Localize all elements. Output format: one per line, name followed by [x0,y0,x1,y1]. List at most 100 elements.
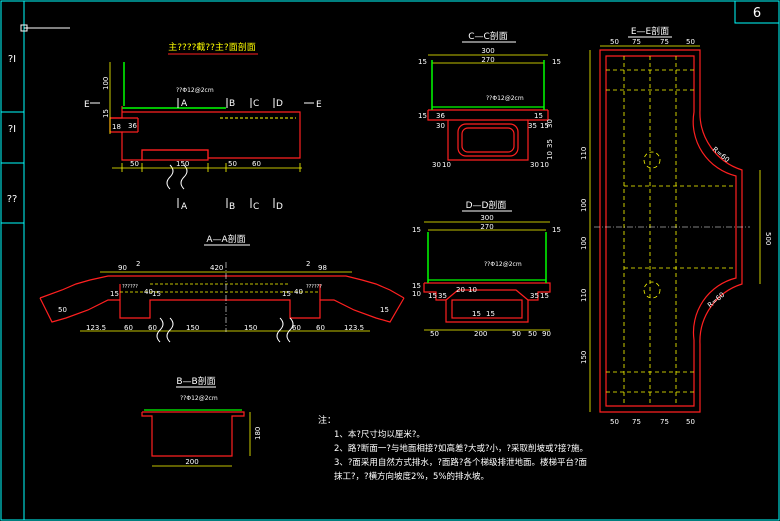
cc-dim-30: 30 [436,122,445,130]
aa-dim-b4: 150 [186,324,199,332]
dd-dim-b4: 50 [528,330,537,338]
bb-section-view: B—B剖面 ??Φ12@2cm 180 200 [141,375,262,467]
cc-rebar-note: ??Φ12@2cm [486,95,524,102]
aa-dim-t4: 2 [306,260,310,268]
dd-dim-s1: 15 [412,226,421,234]
dd-dim-b5: 90 [542,330,551,338]
aa-dim-t1: 90 [118,264,127,272]
cc-dim-r4: 30 [546,119,554,128]
main-dim-60: 60 [252,160,261,168]
dd-view-title: D—D剖面 [466,199,507,211]
section-d-bottom: D [276,202,283,212]
aa-dim-b7: 60 [316,324,325,332]
cc-dim-15a: 15 [418,58,427,66]
cc-dim-b1: 30 [432,161,441,169]
dd-section-view: D—D剖面 300 270 ??Φ12@2cm 15 15 10 15 15 3… [412,199,561,338]
main-section-view: 主????截??主?面剖面 E E [84,41,322,212]
side-label-1: ?I [8,54,16,65]
marker-e-right: E [316,100,322,110]
section-c-bottom: C [253,202,259,212]
dd-dim-m5: 15 [472,310,481,318]
aa-dim-b6: 60 [292,324,301,332]
aa-dim-s3: 40 [144,288,153,296]
marker-e-left: E [84,100,90,110]
aa-dim-s5: 15 [282,290,291,298]
dd-dim-m6: 15 [486,310,495,318]
bb-dim-height: 180 [254,427,262,440]
aa-dim-s4: 15 [152,290,161,298]
bb-rebar-note: ??Φ12@2cm [180,395,218,402]
aa-dim-s2: 15 [110,290,119,298]
ee-dim-t3: 75 [660,38,669,46]
dd-dim-m4: 10 [468,286,477,294]
ee-dim-b1: 50 [610,418,619,426]
dd-dim-270: 270 [480,223,493,231]
dd-dim-b2: 200 [474,330,487,338]
cc-dim-r6: 10 [546,151,554,160]
ee-dim-l5: 150 [580,351,588,364]
main-dim-50a: 50 [130,160,139,168]
dd-dim-300: 300 [480,214,493,222]
aa-dim-b8: 123.5 [344,324,364,332]
main-break-symbol [166,164,188,190]
aa-view-title: A—A剖面 [206,233,245,245]
aa-dim-t5: 98 [318,264,327,272]
section-c-top: C [253,99,259,109]
main-dim-36: 36 [128,122,137,130]
main-dim-100: 100 [102,77,110,90]
ee-dim-r1: 500 [764,232,772,245]
note-item-3: 3、?面采用自然方式排水，?面路?各个梯级排泄地面。楼梯平台?面 [334,457,587,468]
ee-dim-b2: 75 [632,418,641,426]
ee-view-title: E—E剖面 [631,25,669,37]
main-dim-15: 15 [102,109,110,118]
section-d-top: D [276,99,283,109]
dd-dim-m3: 20 [456,286,465,294]
aa-dim-s7: 15 [380,306,389,314]
cc-dim-b3: 30 [530,161,539,169]
section-a-bottom: A [181,202,188,212]
dd-dim-s4: 15 [552,226,561,234]
dd-dim-m8: 15 [540,292,549,300]
main-view-title: 主????截??主?面剖面 [168,41,255,53]
cc-section-view: C—C剖面 300 270 ??Φ12@2cm 15 15 30 36 15 3… [418,30,561,169]
ee-dim-t4: 50 [686,38,695,46]
notes-block: 注： 1、本?尺寸均以厘米?。 2、路?断面一?与地面相接?如高差?大或?小，?… [318,414,588,482]
cc-dim-36: 36 [436,112,445,120]
ee-dim-t2: 75 [632,38,641,46]
dd-dim-s3: 10 [412,290,421,298]
aa-dim-t3: 420 [210,264,223,272]
aa-dim-b1: 123.5 [86,324,106,332]
cc-dim-15c: 15 [552,58,561,66]
side-label-2: ?I [8,124,16,135]
side-label-3: ?? [7,194,18,205]
ee-dim-b4: 50 [686,418,695,426]
ee-dim-l4: 110 [580,289,588,302]
aa-break-right [276,317,294,343]
dd-dim-m7: 35 [530,292,539,300]
bb-dim-width: 200 [185,458,198,466]
notes-heading: 注： [318,414,336,426]
cc-dim-300: 300 [481,47,494,55]
aa-mark-right: ?????? [306,284,322,290]
ee-radius-top: R=60 [711,145,731,164]
note-item-1: 1、本?尺寸均以厘米?。 [334,429,425,440]
aa-dim-b2: 60 [124,324,133,332]
note-item-4: 抹工?，?横方向坡度2%，5%的排水坡。 [334,471,489,482]
main-dim-50b: 50 [228,160,237,168]
main-dim-150: 150 [176,160,189,168]
cc-dim-b4: 10 [540,161,549,169]
aa-dim-t2: 2 [136,260,140,268]
ee-section-view: E—E剖面 50 75 75 50 50 75 75 50 110 100 10… [580,25,772,426]
main-dim-18: 18 [112,123,121,131]
aa-break-left [156,317,174,343]
dd-dim-b1: 50 [430,330,439,338]
dd-dim-m1: 15 [428,292,437,300]
cc-dim-r5: 35 [546,139,554,148]
cc-view-title: C—C剖面 [468,30,508,42]
aa-dim-b5: 150 [244,324,257,332]
ee-dim-b3: 75 [660,418,669,426]
section-a-top: A [181,99,188,109]
aa-dim-s1: 50 [58,306,67,314]
cc-dim-270: 270 [481,56,494,64]
